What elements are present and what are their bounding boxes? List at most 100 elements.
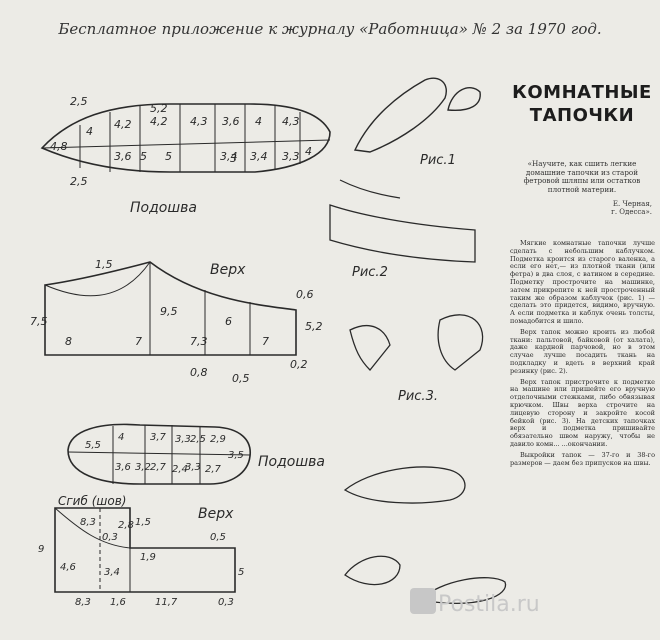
sole2-outline — [67, 423, 251, 485]
svg-text:6: 6 — [225, 315, 232, 328]
svg-text:4,3: 4,3 — [282, 115, 300, 128]
sole1-dims: 2,5 4,8 2,5 4 3,6 4,2 5 4,2 5,2 4,3 5 3,… — [50, 95, 312, 188]
svg-text:8: 8 — [65, 335, 72, 348]
fig1-sole — [353, 77, 447, 153]
svg-text:8,3: 8,3 — [75, 597, 91, 608]
label-fig3: Рис.3. — [398, 389, 438, 404]
label-fig1: Рис.1 — [420, 153, 456, 168]
paragraph: Верх тапок можно кро­ить из любой ткани:… — [510, 327, 655, 375]
svg-text:1,6: 1,6 — [110, 597, 126, 608]
svg-text:0,5: 0,5 — [210, 532, 226, 543]
upper2-dims: 9 8,3 0,3 2,8 1,5 4,6 3,4 1,9 0,5 8,3 1,… — [38, 517, 244, 608]
slipper-1 — [343, 466, 466, 504]
sole2-dims: 5,5 4 3,6 3,2 3,7 2,7 3,3 2,4 3,3 2,5 2,… — [85, 432, 244, 475]
svg-text:4,8: 4,8 — [50, 140, 68, 153]
fig1-heel — [447, 87, 481, 112]
label-fig2: Рис.2 — [352, 265, 388, 280]
svg-text:4,6: 4,6 — [60, 562, 76, 573]
svg-text:11,7: 11,7 — [155, 597, 178, 608]
epigraph-text: «Научите, как сшить легкие домашние тапо… — [523, 159, 641, 194]
upper1-dims: 1,5 7,5 8 7 9,5 7,3 6 7 0,6 5,2 0,8 0,5 … — [30, 258, 323, 385]
article-body: Мягкие комнатные та­почки лучше сделать … — [510, 239, 655, 470]
svg-text:0,5: 0,5 — [232, 372, 250, 385]
svg-text:3,4: 3,4 — [250, 150, 268, 163]
svg-text:5,2: 5,2 — [305, 320, 323, 333]
svg-text:3,4: 3,4 — [104, 567, 120, 578]
svg-text:3,3: 3,3 — [175, 434, 191, 445]
svg-text:5: 5 — [238, 567, 244, 578]
svg-text:7,5: 7,5 — [30, 315, 48, 328]
svg-text:2,5: 2,5 — [190, 434, 206, 445]
author: Е. Черная, г. Одесса». — [512, 200, 652, 217]
sole1-axis — [41, 139, 331, 149]
article-title: КОМНАТНЫЕ ТАПОЧКИ — [512, 82, 652, 127]
svg-text:9,5: 9,5 — [160, 305, 178, 318]
svg-text:2,5: 2,5 — [70, 95, 88, 108]
svg-text:0,3: 0,3 — [102, 532, 118, 543]
svg-text:4: 4 — [86, 125, 93, 138]
fig2-fabric — [329, 204, 476, 263]
svg-text:3,6: 3,6 — [114, 150, 132, 163]
svg-text:2,9: 2,9 — [210, 434, 226, 445]
svg-text:0,3: 0,3 — [218, 597, 234, 608]
paragraph: Мягкие комнатные та­почки лучше сделать … — [510, 239, 655, 325]
fig3-seam-a — [349, 325, 391, 371]
svg-text:3,3: 3,3 — [185, 462, 201, 473]
svg-text:4,2: 4,2 — [114, 118, 132, 131]
title-line-1: КОМНАТНЫЕ — [512, 82, 652, 103]
label-fold: Сгиб (шов) — [58, 494, 126, 508]
svg-text:4,2: 4,2 — [150, 115, 168, 128]
svg-text:1,9: 1,9 — [140, 552, 156, 563]
svg-text:4: 4 — [255, 115, 262, 128]
label-upper1: Верх — [210, 262, 246, 278]
svg-text:5,2: 5,2 — [150, 102, 168, 115]
sole1-outline — [40, 103, 331, 173]
svg-text:2,7: 2,7 — [205, 464, 222, 475]
svg-text:0,2: 0,2 — [290, 358, 308, 371]
label-sole1: Подошва — [130, 200, 197, 216]
svg-text:0,8: 0,8 — [190, 366, 208, 379]
header-text: Бесплатное приложение к журналу «Работни… — [58, 20, 602, 38]
svg-text:3,2: 3,2 — [135, 462, 151, 473]
svg-text:3,3: 3,3 — [282, 150, 300, 163]
svg-text:4: 4 — [118, 432, 124, 443]
paragraph: Выкройки тапок — 37-го и 38-го размеров … — [510, 450, 655, 467]
upper2-outline — [54, 507, 236, 593]
label-upper2: Верх — [198, 506, 234, 522]
svg-text:3,6: 3,6 — [222, 115, 240, 128]
watermark-logo-icon — [410, 588, 436, 614]
svg-text:1,5: 1,5 — [135, 517, 151, 528]
svg-text:0,6: 0,6 — [296, 288, 314, 301]
paragraph: Верх тапок пристро­чите к подметке на ма… — [510, 377, 655, 448]
svg-text:2,4: 2,4 — [172, 464, 188, 475]
svg-text:5: 5 — [165, 150, 172, 163]
watermark: Postila.ru — [438, 592, 540, 617]
svg-text:9: 9 — [38, 544, 44, 555]
svg-text:7: 7 — [135, 335, 142, 348]
svg-text:3: 3 — [230, 152, 237, 165]
svg-text:2,7: 2,7 — [150, 462, 167, 473]
label-sole2: Подошва — [258, 454, 325, 470]
title-line-2: ТАПОЧКИ — [529, 104, 635, 126]
svg-text:3,7: 3,7 — [150, 432, 167, 443]
svg-text:4,3: 4,3 — [190, 115, 208, 128]
svg-text:2,8: 2,8 — [118, 520, 134, 531]
svg-text:5: 5 — [140, 150, 147, 163]
svg-text:5,5: 5,5 — [85, 440, 101, 451]
svg-text:2,5: 2,5 — [70, 175, 88, 188]
svg-text:7: 7 — [262, 335, 269, 348]
svg-text:3,5: 3,5 — [228, 450, 244, 461]
svg-text:1,5: 1,5 — [95, 258, 113, 271]
svg-text:8,3: 8,3 — [80, 517, 96, 528]
slipper-2 — [344, 555, 401, 586]
fig3-seam-b — [437, 314, 484, 371]
slipper-3 — [418, 577, 507, 604]
upper1-outline — [44, 261, 297, 356]
svg-text:7,3: 7,3 — [190, 335, 208, 348]
svg-text:3,6: 3,6 — [115, 462, 131, 473]
author-name: Е. Черная, — [612, 200, 652, 208]
author-city: г. Одесса». — [611, 208, 652, 217]
svg-text:4: 4 — [305, 145, 312, 158]
svg-text:3,4: 3,4 — [220, 150, 238, 163]
